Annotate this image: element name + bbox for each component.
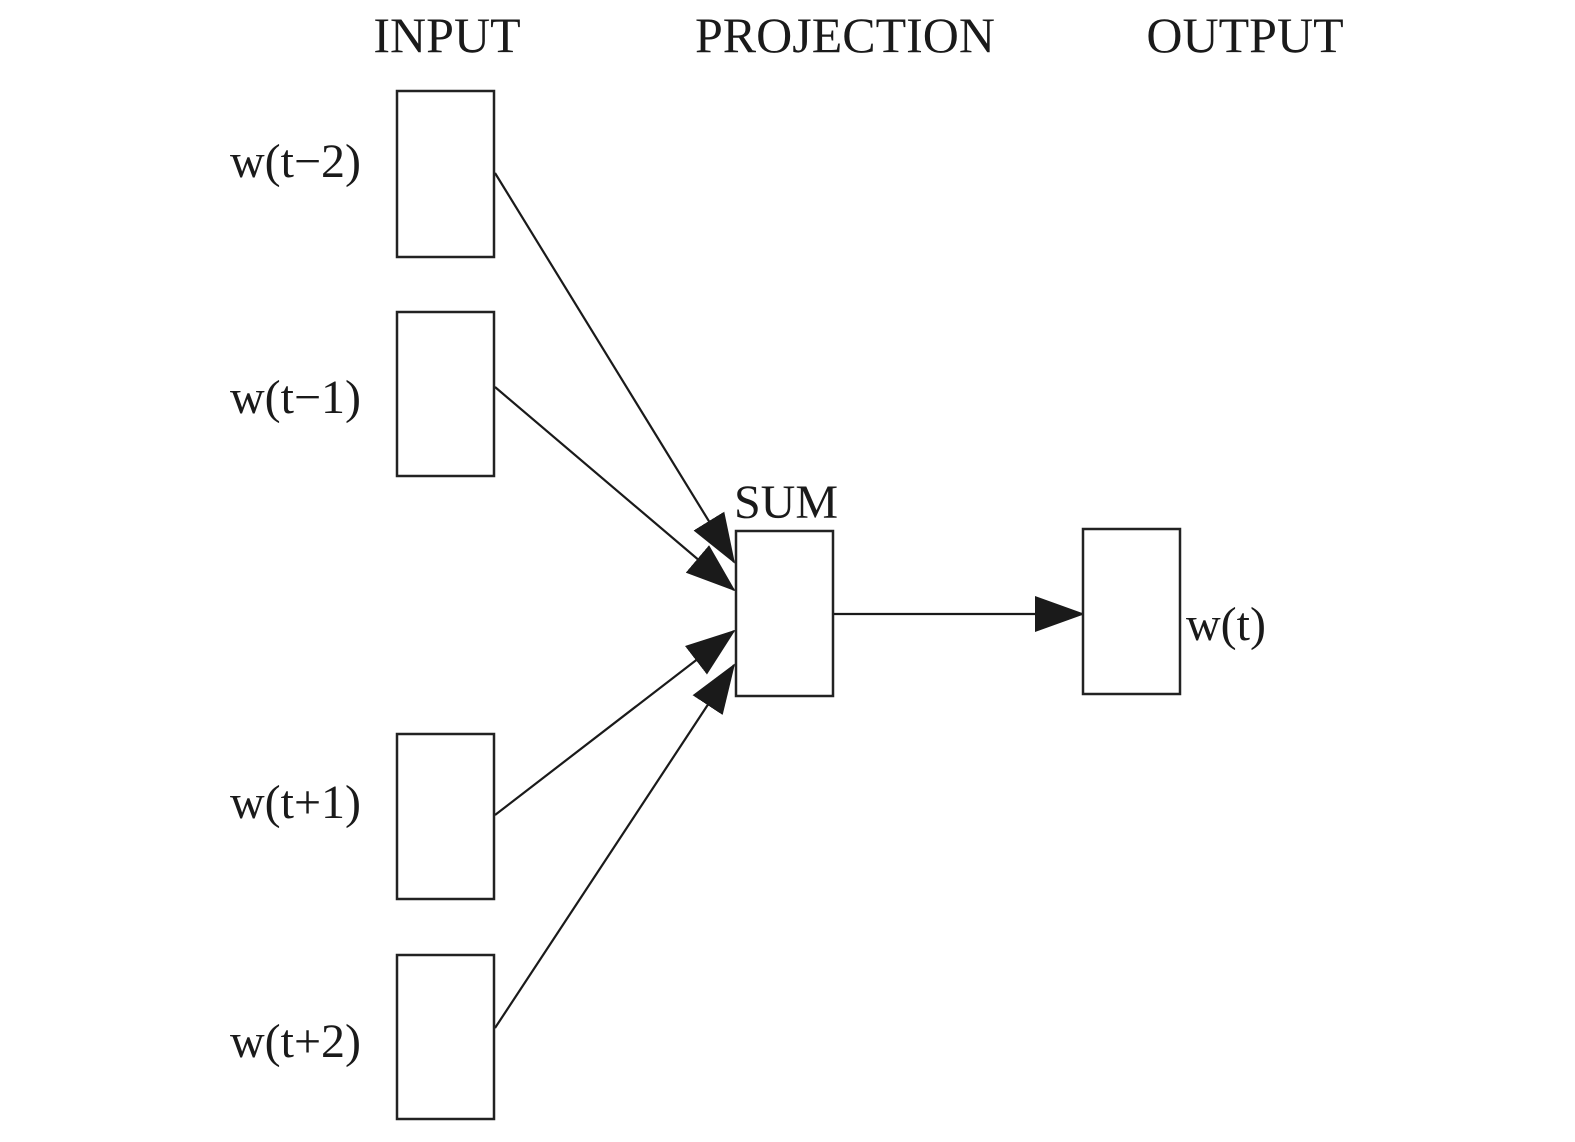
edge-input-4-to-sum bbox=[494, 663, 736, 1029]
edge-input-2-to-sum bbox=[494, 386, 736, 592]
edge-input-1-to-sum bbox=[494, 172, 736, 564]
edge-input-3-to-sum bbox=[494, 629, 736, 816]
projection-label: SUM bbox=[734, 476, 838, 529]
output-label: w(t) bbox=[1186, 598, 1266, 651]
input-box-t-plus-1 bbox=[395, 732, 496, 901]
input-label-t-minus-2: w(t−2) bbox=[230, 135, 361, 188]
input-label-t-minus-1: w(t−1) bbox=[230, 371, 361, 424]
header-output: OUTPUT bbox=[1146, 7, 1343, 63]
header-input: INPUT bbox=[373, 7, 520, 63]
input-box-t-minus-2 bbox=[395, 89, 496, 259]
input-label-t-plus-1: w(t+1) bbox=[230, 776, 361, 829]
header-projection: PROJECTION bbox=[695, 7, 995, 63]
input-box-t-plus-2 bbox=[395, 953, 496, 1121]
output-box bbox=[1081, 527, 1182, 696]
projection-box bbox=[734, 529, 835, 698]
input-box-t-minus-1 bbox=[395, 310, 496, 478]
input-label-t-plus-2: w(t+2) bbox=[230, 1015, 361, 1068]
